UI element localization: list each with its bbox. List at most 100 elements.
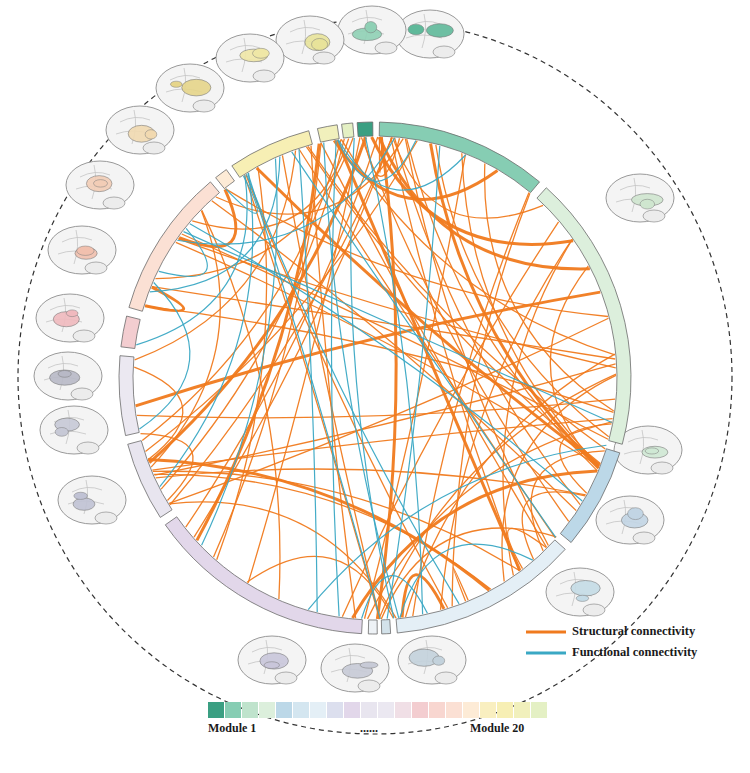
connectivity-chord bbox=[502, 375, 616, 581]
cerebellum bbox=[73, 330, 95, 342]
connectivity-chord bbox=[139, 282, 189, 429]
region-blob bbox=[77, 246, 95, 255]
color-bar-cell bbox=[395, 702, 411, 718]
connectivity-chord bbox=[136, 175, 247, 345]
sulci bbox=[348, 10, 384, 44]
brain-outline bbox=[238, 636, 306, 684]
connectivity-chord bbox=[159, 228, 207, 276]
color-bar-cell bbox=[327, 702, 343, 718]
connectivity-chord bbox=[381, 528, 556, 619]
color-bar-cell bbox=[514, 702, 530, 718]
connectivity-chord bbox=[169, 318, 608, 503]
connectivity-chord bbox=[308, 445, 606, 609]
connectivity-chord bbox=[337, 140, 520, 571]
region-blob bbox=[360, 662, 378, 668]
connectivity-chord bbox=[531, 451, 605, 551]
module-ring bbox=[119, 122, 631, 634]
color-bar-cell bbox=[208, 702, 224, 718]
region-blob bbox=[312, 38, 328, 50]
brain-thumbnail bbox=[546, 568, 614, 616]
connectivity-chord bbox=[440, 239, 572, 610]
region-blob bbox=[628, 508, 644, 520]
cerebellum bbox=[95, 512, 117, 524]
connectivity-chord bbox=[331, 140, 339, 616]
connectivity-chord bbox=[202, 159, 278, 546]
brain-thumbnail bbox=[321, 644, 389, 692]
module-segment bbox=[342, 123, 354, 138]
brain-outline bbox=[321, 644, 389, 692]
brain-thumbnails bbox=[34, 6, 682, 692]
cerebellum bbox=[85, 262, 107, 274]
cerebellum bbox=[358, 680, 380, 692]
brain-thumbnail bbox=[216, 34, 284, 82]
color-bar-cell bbox=[242, 702, 258, 718]
brain-outline bbox=[396, 10, 464, 58]
brain-outline bbox=[596, 496, 664, 544]
region-blob bbox=[365, 22, 377, 33]
connectivity-chord bbox=[150, 157, 280, 292]
region-blob bbox=[170, 81, 182, 87]
module-label: ...... bbox=[360, 721, 378, 736]
region-blob bbox=[94, 180, 108, 187]
region-blob bbox=[640, 199, 655, 209]
legend-text: Functional connectivity bbox=[572, 645, 697, 660]
brain-thumbnail bbox=[36, 294, 104, 342]
region-blob bbox=[264, 662, 279, 669]
color-bar-cell bbox=[276, 702, 292, 718]
region-blob bbox=[305, 34, 330, 51]
connectivity-chord bbox=[151, 211, 220, 467]
connectivity-chord bbox=[214, 143, 321, 557]
region-blob bbox=[408, 24, 424, 35]
brain-outline bbox=[338, 6, 406, 54]
brain-outline bbox=[58, 476, 126, 524]
connectivity-chord bbox=[179, 189, 236, 246]
connectivity-chord bbox=[176, 242, 599, 466]
connectivity-chords bbox=[134, 137, 616, 619]
legend-line-sample bbox=[526, 652, 566, 655]
cerebellum bbox=[77, 442, 99, 454]
region-blob bbox=[50, 370, 80, 385]
connectivity-chord bbox=[508, 528, 547, 568]
brain-outline bbox=[216, 34, 284, 82]
cerebellum bbox=[71, 388, 93, 400]
connectivity-chord bbox=[453, 567, 468, 601]
color-bar-cell bbox=[480, 702, 496, 718]
dashed-boundary bbox=[18, 20, 732, 734]
legend-lines bbox=[526, 632, 566, 653]
connectivity-chord bbox=[246, 174, 459, 604]
region-blob bbox=[426, 24, 453, 37]
connectivity-chord bbox=[184, 232, 612, 423]
region-blob bbox=[260, 653, 289, 669]
brain-thumbnail bbox=[606, 174, 674, 222]
cerebellum bbox=[313, 52, 335, 64]
brain-thumbnail bbox=[156, 64, 224, 112]
connectivity-chord bbox=[387, 146, 440, 619]
cerebellum bbox=[103, 197, 125, 209]
color-bar-cell bbox=[378, 702, 394, 718]
brain-outline bbox=[106, 106, 174, 154]
connectivity-chord bbox=[324, 143, 399, 618]
region-blob bbox=[73, 498, 95, 510]
connectivity-chord bbox=[321, 143, 547, 547]
region-blob bbox=[74, 492, 87, 499]
brain-outline bbox=[276, 16, 344, 64]
sulci bbox=[44, 356, 80, 390]
brain-outline bbox=[34, 352, 102, 400]
connectivity-chord bbox=[299, 149, 317, 612]
module-segment bbox=[368, 620, 377, 634]
region-blob bbox=[145, 130, 157, 139]
sulci bbox=[76, 165, 112, 199]
brain-thumbnail bbox=[276, 16, 344, 64]
region-blob bbox=[55, 428, 68, 437]
module-segment bbox=[381, 620, 390, 634]
brain-thumbnail bbox=[596, 496, 664, 544]
brain-outline bbox=[546, 568, 614, 616]
region-blob bbox=[253, 48, 270, 58]
connectivity-chord bbox=[155, 138, 353, 279]
brain-thumbnail bbox=[34, 352, 102, 400]
connectivity-chord bbox=[190, 224, 582, 501]
connectivity-chord bbox=[405, 354, 614, 617]
cerebellum bbox=[583, 604, 605, 616]
color-bar-cell bbox=[344, 702, 360, 718]
color-bar-cell bbox=[446, 702, 462, 718]
